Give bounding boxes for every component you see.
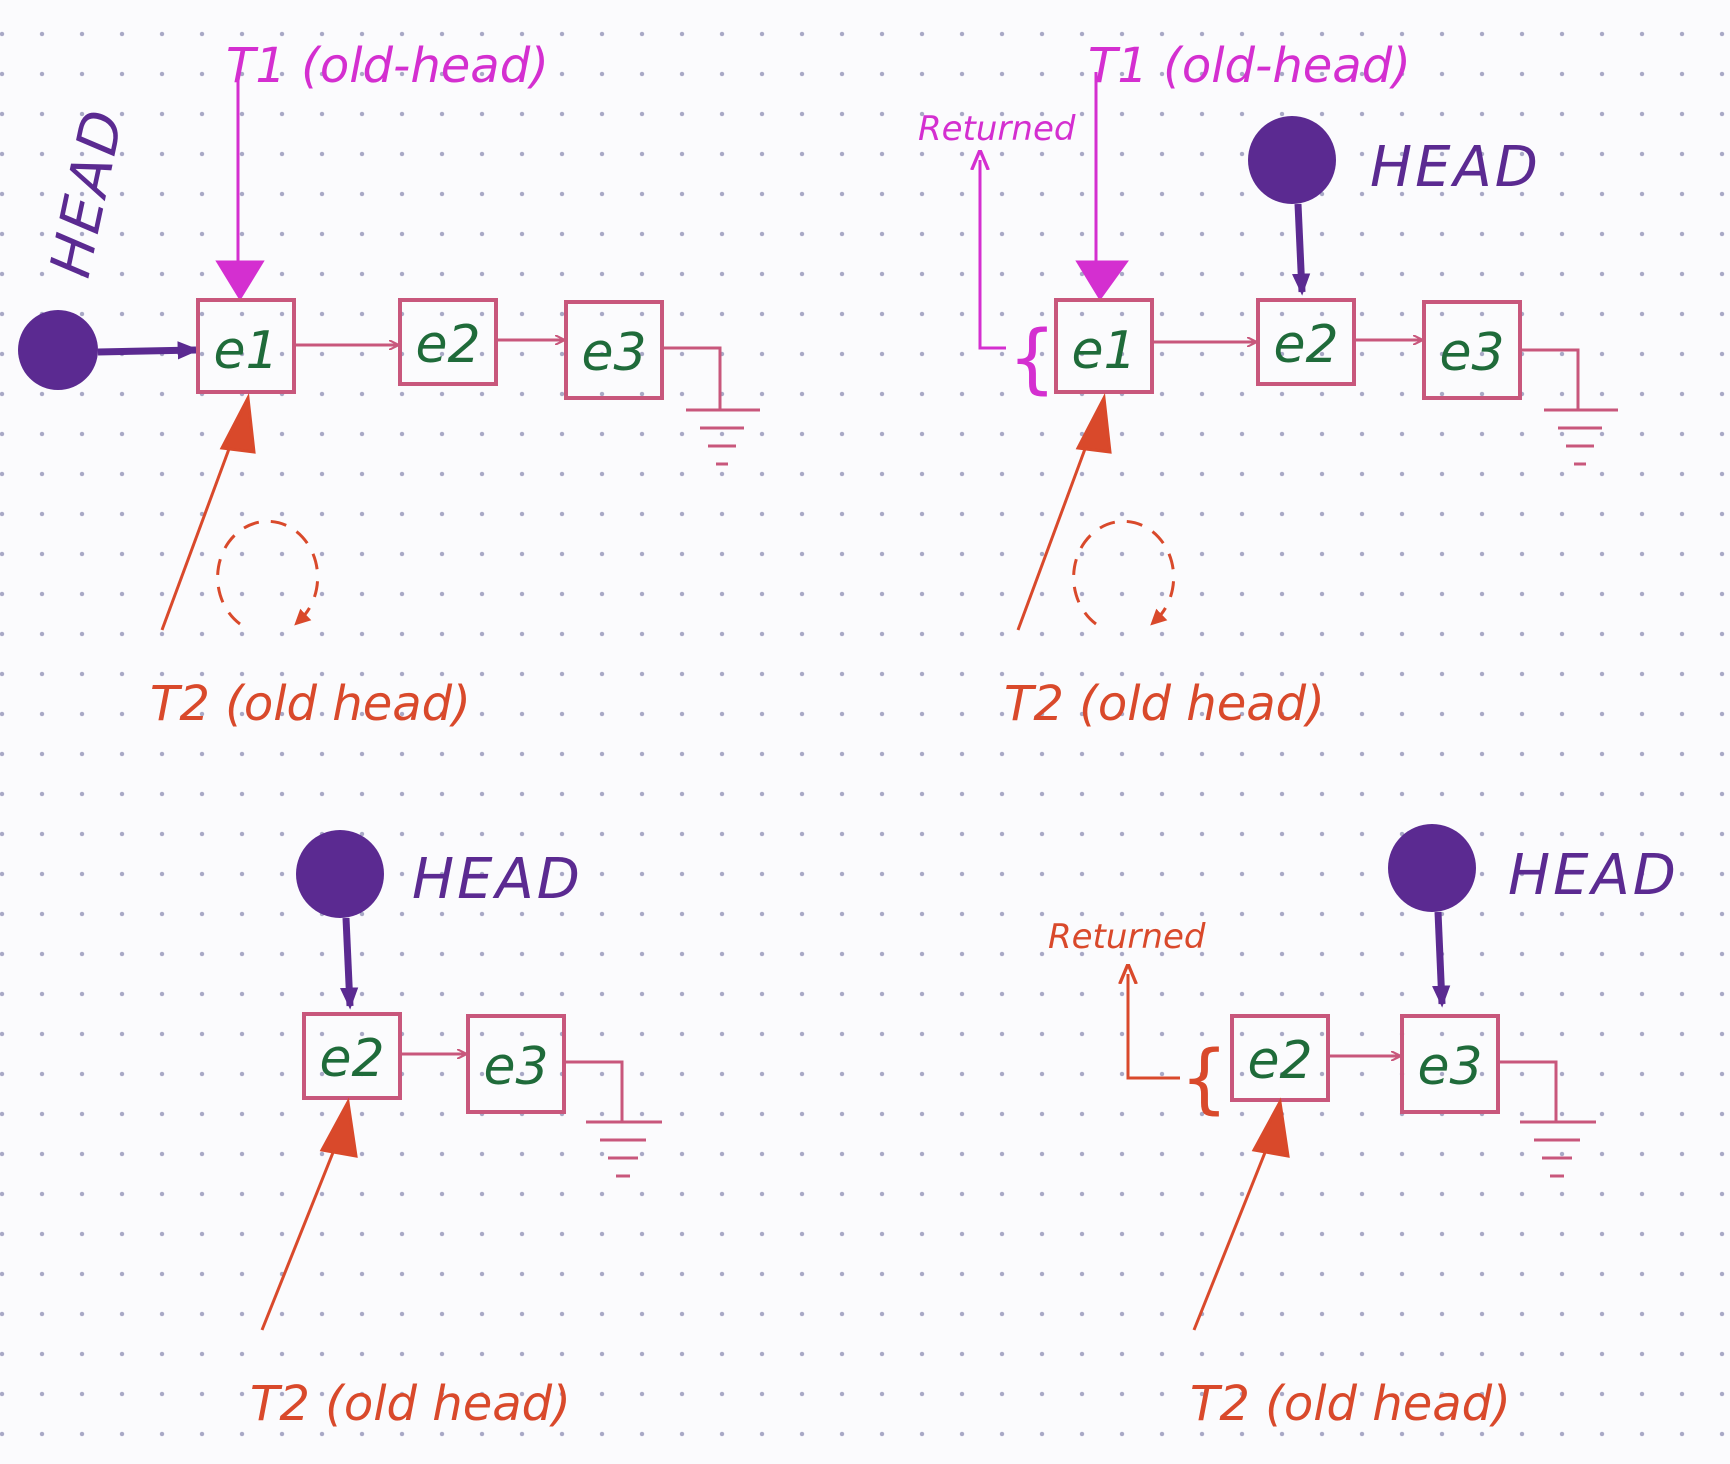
t2-arrowhead [219,392,256,454]
panel-3: HEAD e2 e3 T2 (old head) [250,830,662,1432]
t2-label: T2 (old head) [250,1376,571,1432]
panel-1: HEAD T1 (old-head) e1 e2 e3 T2 (old head… [18,38,760,732]
t2-arrow [1192,1139,1272,1331]
t2-label: T2 (old head) [1004,676,1325,732]
head-label: HEAD [1370,135,1541,200]
node-label: e2 [319,1029,384,1089]
t1-label: T1 (old-head) [226,38,549,94]
head-label: HEAD [412,847,583,912]
t2-arrowhead [1075,392,1112,454]
t1-arrowhead [1075,260,1129,301]
node-box [564,300,664,400]
t1-label: T1 (old-head) [1088,38,1411,94]
returned-label: Returned [918,109,1076,149]
node-box [398,298,498,386]
t2-label: T2 (old head) [1190,1376,1511,1432]
node-box [466,1014,566,1114]
node-box [302,1012,402,1100]
head-label: HEAD [1508,843,1679,908]
node-label: e3 [581,323,646,383]
panel-4: Returned { HEAD e2 e3 T2 (old head) [1048,824,1679,1432]
node-label: e3 [1417,1037,1482,1097]
brace-icon: { [1180,1033,1228,1122]
head-arrow [1292,203,1311,296]
node-box [1256,298,1356,386]
node-label: e3 [483,1037,548,1097]
t2-arrow [160,429,238,631]
null-ground-icon [662,346,760,466]
node-box [1400,1014,1500,1114]
null-ground-icon [1498,1060,1596,1178]
head-pointer-dot [296,830,384,918]
head-pointer-dot [1248,116,1336,204]
t2-arrow [1016,429,1094,631]
head-pointer-dot [18,310,98,390]
t1-arrowhead [215,260,265,301]
null-ground-icon [1520,348,1618,466]
head-arrow [97,341,200,360]
t2-arrowhead [319,1097,358,1158]
t2-arrow [260,1139,340,1331]
returned-label: Returned [1048,917,1206,957]
node-label: e1 [213,321,278,381]
head-arrow [1432,911,1451,1008]
brace-icon: { [1008,313,1056,402]
head-arrow [340,917,359,1010]
node-label: e3 [1439,323,1504,383]
t2-label: T2 (old head) [150,676,471,732]
returned-bracket [980,160,1006,350]
retry-loop-icon [216,519,320,626]
head-pointer-dot [1388,824,1476,912]
node-label: e2 [1247,1031,1312,1091]
head-label: HEAD [38,102,137,283]
panel-2: T1 (old-head) Returned { HEAD e1 e2 e3 [918,38,1618,732]
node-label: e1 [1071,321,1136,381]
null-ground-icon [564,1060,662,1178]
node-label: e2 [1273,315,1338,375]
node-label: e2 [415,315,480,375]
retry-loop-icon [1072,519,1176,626]
node-box [1054,298,1154,394]
t2-arrowhead [1251,1097,1290,1158]
returned-bracket [1128,974,1180,1080]
